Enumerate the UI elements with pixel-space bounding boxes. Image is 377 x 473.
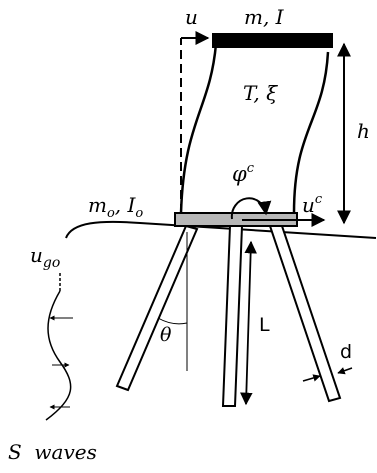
pile-right xyxy=(268,225,342,403)
label-T-xi: T, ξ xyxy=(243,81,278,105)
top-mass xyxy=(212,33,333,48)
label-theta: θ xyxy=(160,324,172,346)
L-dimension-arrow xyxy=(240,240,257,406)
ground-line xyxy=(65,220,377,239)
phi-rotation-arc xyxy=(230,197,272,220)
column-left-wall xyxy=(179,43,218,214)
pile-center xyxy=(221,225,244,407)
label-s-waves: S waves xyxy=(8,440,97,464)
label-u-c: uc xyxy=(302,192,323,217)
label-d: d xyxy=(340,341,352,363)
d-arrow-left xyxy=(302,374,321,382)
pile-left xyxy=(115,224,199,392)
label-u-go: ugo xyxy=(30,243,60,271)
theta-arc xyxy=(157,317,188,325)
label-phi-c: φc xyxy=(232,161,255,186)
label-h: h xyxy=(357,119,370,143)
label-m-I: m, I xyxy=(244,5,285,29)
label-u: u xyxy=(185,5,198,29)
label-L: L xyxy=(259,314,270,336)
d-arrow-right xyxy=(337,367,353,375)
column-right-wall xyxy=(292,51,330,214)
label-mo-Io: mo, Io xyxy=(88,193,143,221)
s-wave-curve xyxy=(45,290,72,421)
